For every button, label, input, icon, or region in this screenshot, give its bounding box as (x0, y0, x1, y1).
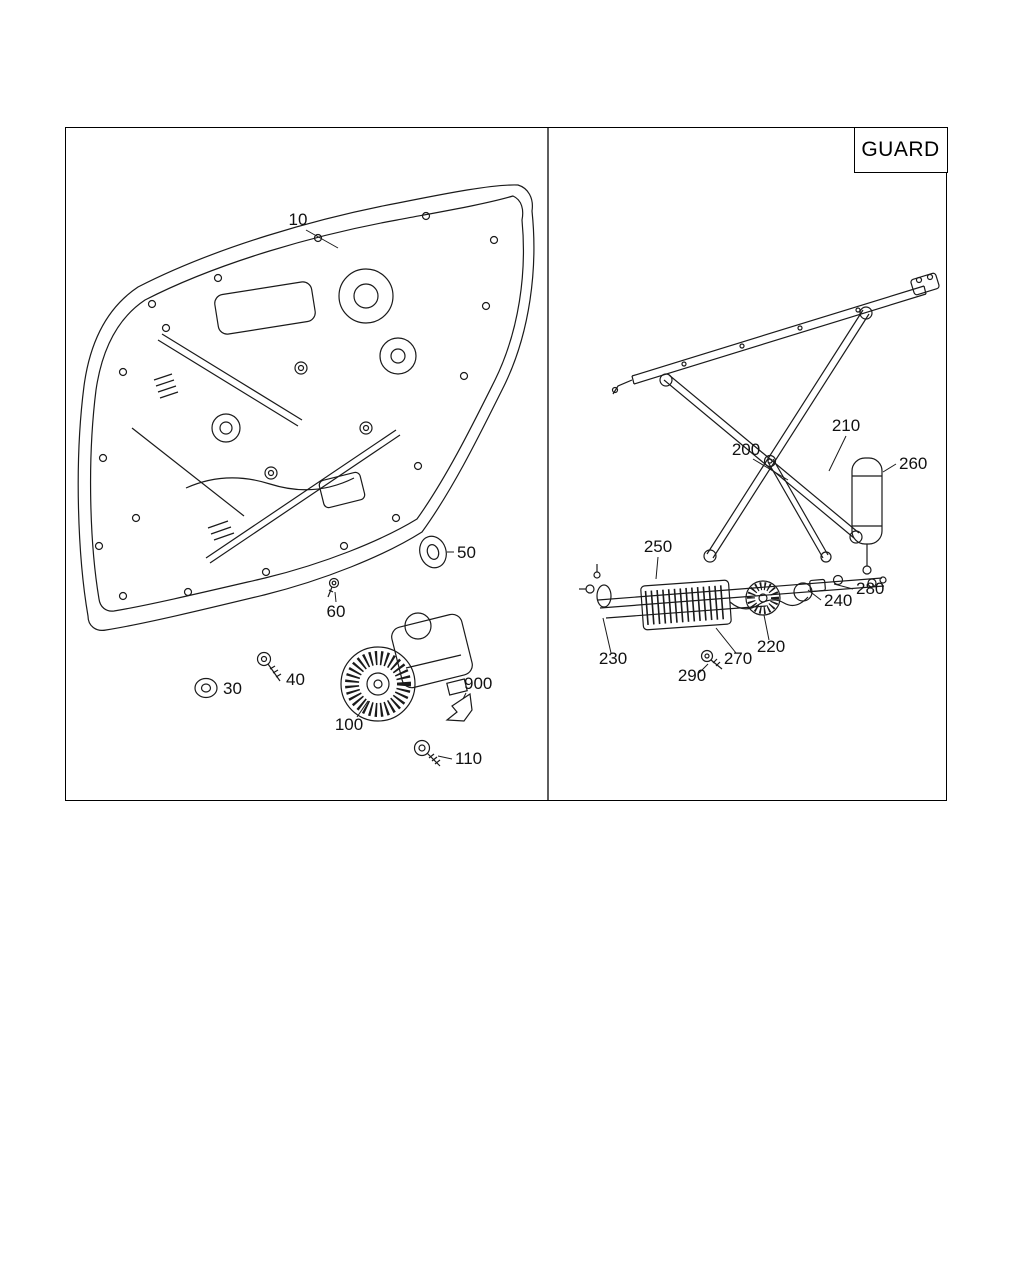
direction-arrow-900 (445, 692, 473, 722)
regulator-scissor-arms (659, 306, 873, 563)
callout-50: 50 (457, 543, 476, 562)
callout-30: 30 (223, 679, 242, 698)
callout-60: 60 (327, 602, 346, 621)
guard-text: GUARD (861, 137, 940, 161)
screw-110 (413, 739, 441, 767)
diagram-frame: 10 50 60 30 40 100 900 110 200 210 260 2… (65, 126, 948, 801)
screw-40 (256, 651, 282, 682)
callout-40: 40 (286, 670, 305, 689)
callout-210: 210 (832, 416, 860, 435)
grommet-50 (419, 535, 447, 569)
callout-100: 100 (335, 715, 363, 734)
callout-290: 290 (678, 666, 706, 685)
door-module-panel (77, 184, 535, 631)
callout-230: 230 (599, 649, 627, 668)
leader-lines (305, 229, 897, 760)
callout-240: 240 (824, 591, 852, 610)
screw-60 (327, 577, 340, 598)
callout-labels: 10 50 60 30 40 100 900 110 200 210 260 2… (223, 210, 927, 768)
callout-900: 900 (464, 674, 492, 693)
damper-260 (851, 457, 883, 575)
window-motor-100 (340, 612, 473, 722)
callout-270: 270 (724, 649, 752, 668)
callout-220: 220 (757, 637, 785, 656)
diagram-art: 10 50 60 30 40 100 900 110 200 210 260 2… (77, 128, 940, 800)
callout-110: 110 (455, 749, 482, 768)
washer-30 (194, 677, 218, 699)
callout-250: 250 (644, 537, 672, 556)
callout-200: 200 (732, 440, 760, 459)
guard-badge: GUARD (853, 126, 948, 173)
bolt-290 (700, 649, 723, 670)
regulator-top-rail (611, 272, 940, 395)
callout-10: 10 (289, 210, 308, 229)
regulator-bottom-rail (579, 564, 887, 631)
callout-260: 260 (899, 454, 927, 473)
callout-280: 280 (856, 579, 884, 598)
